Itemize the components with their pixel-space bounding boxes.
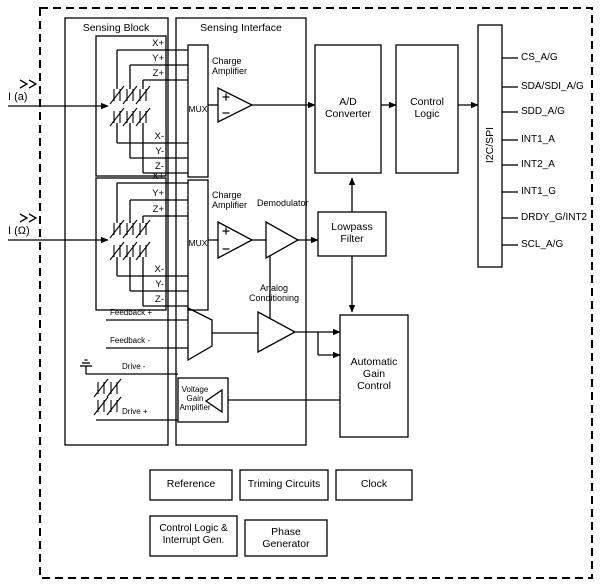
sensing-block-box: [64, 17, 169, 446]
demodulator-label: Demodulator: [257, 198, 309, 208]
input-label-accel: I (a): [8, 91, 28, 103]
control-logic-interrupt-box: [149, 515, 238, 557]
i2c-spi-box: [477, 24, 503, 268]
pin-label-int2-a: INT2_A: [521, 159, 555, 170]
sensing-block-title: Sensing Block: [82, 22, 150, 34]
opamp-plus-minus-signs: [222, 93, 230, 250]
drive-minus-label: Drive -: [122, 362, 146, 371]
pin-label-int1-g: INT1_G: [521, 186, 557, 197]
vga-label: Voltage Gain Amplifier: [179, 385, 211, 413]
terminal-accel-yp: Y+: [152, 53, 164, 64]
control-logic-label: Control Logic: [410, 96, 444, 121]
mux1-box: [187, 44, 209, 178]
reference-label: Reference: [166, 478, 216, 490]
terminal-accel-zm: Z-: [155, 161, 164, 172]
drive-plus-label: Drive +: [122, 407, 148, 416]
gyro-sensor-array: [109, 219, 151, 261]
sensing-interface-box: [175, 17, 307, 446]
mux1-label: MUX: [188, 104, 208, 114]
input-label-gyro: I (Ω): [8, 225, 30, 237]
control-logic-interrupt-label: Control Logic & Interrupt Gen.: [159, 523, 228, 546]
gyro-element-box: [95, 177, 167, 311]
terminal-accel-zp: Z+: [152, 68, 164, 79]
reference-box: [149, 469, 233, 501]
terminal-accel-xp: X+: [152, 38, 164, 49]
outer-dashed-border: [39, 7, 593, 579]
clock-label: Clock: [360, 478, 388, 490]
pin-label-int1-a: INT1_A: [521, 134, 555, 145]
accel-sensor-array: [109, 85, 151, 127]
control-logic-box: [395, 44, 459, 174]
terminal-accel-xm: X-: [154, 131, 165, 142]
analog-conditioning-label: Analog Conditioning: [248, 283, 300, 304]
terminal-gyro-xp: X+: [152, 171, 164, 182]
pin-label-cs-ag: CS_A/G: [521, 52, 558, 63]
input-arrows-gyro-icon: [19, 213, 38, 223]
phase-generator-label: Phase Generator: [262, 526, 310, 551]
triming-circuits-box: [239, 469, 329, 501]
i2c-spi-label: I2C/SPI: [483, 126, 496, 164]
input-arrows-accel-icon: [19, 79, 38, 89]
agc-label: Automatic Gain Control: [350, 356, 398, 393]
terminal-gyro-zp: Z+: [152, 204, 164, 215]
pin-label-drdy-g-int2: DRDY_G/INT2: [521, 212, 588, 223]
adc-box: [314, 44, 382, 174]
terminal-accel-ym: Y-: [155, 146, 164, 157]
drive-sensor-array: [93, 378, 122, 416]
pin-label-sda-sdi-ag: SDA/SDI_A/G: [521, 81, 584, 92]
pin-label-scl-ag: SCL_A/G: [521, 239, 564, 250]
charge-amplifier-2-label: Charge Amplifier: [212, 190, 248, 211]
agc-box: [339, 314, 409, 438]
analog-conditioning-symbol: [257, 310, 297, 354]
charge-amplifier-1-label: Charge Amplifier: [212, 56, 248, 77]
feedback-plus-label: Feedback +: [110, 308, 153, 317]
demodulator-symbol: [265, 220, 300, 260]
terminal-gyro-ym: Y-: [155, 279, 164, 290]
feedback-mux-symbol: [187, 306, 213, 362]
feedback-minus-label: Feedback -: [110, 336, 151, 345]
terminal-gyro-zm: Z-: [155, 294, 164, 305]
mux2-box: [187, 179, 209, 311]
terminal-gyro-yp: Y+: [152, 188, 164, 199]
vga-amplifier-symbol: [204, 388, 223, 414]
phase-generator-box: [244, 519, 328, 557]
clock-box: [335, 469, 413, 501]
adc-label: A/D Converter: [324, 96, 372, 121]
mux2-label: MUX: [188, 238, 208, 248]
lowpass-filter-label: Lowpass Filter: [331, 221, 373, 246]
charge-amplifier-1-symbol: [217, 86, 254, 124]
triming-circuits-label: Triming Circuits: [247, 478, 321, 490]
terminal-gyro-xm: X-: [154, 264, 165, 275]
connection-lines: [8, 49, 479, 421]
charge-amplifier-2-symbol: [217, 220, 254, 260]
pin-lines: [502, 57, 518, 246]
pin-label-sdd-ag: SDD_A/G: [521, 106, 565, 117]
ground-symbol: [80, 359, 92, 374]
sensing-interface-title: Sensing Interface: [200, 22, 282, 34]
